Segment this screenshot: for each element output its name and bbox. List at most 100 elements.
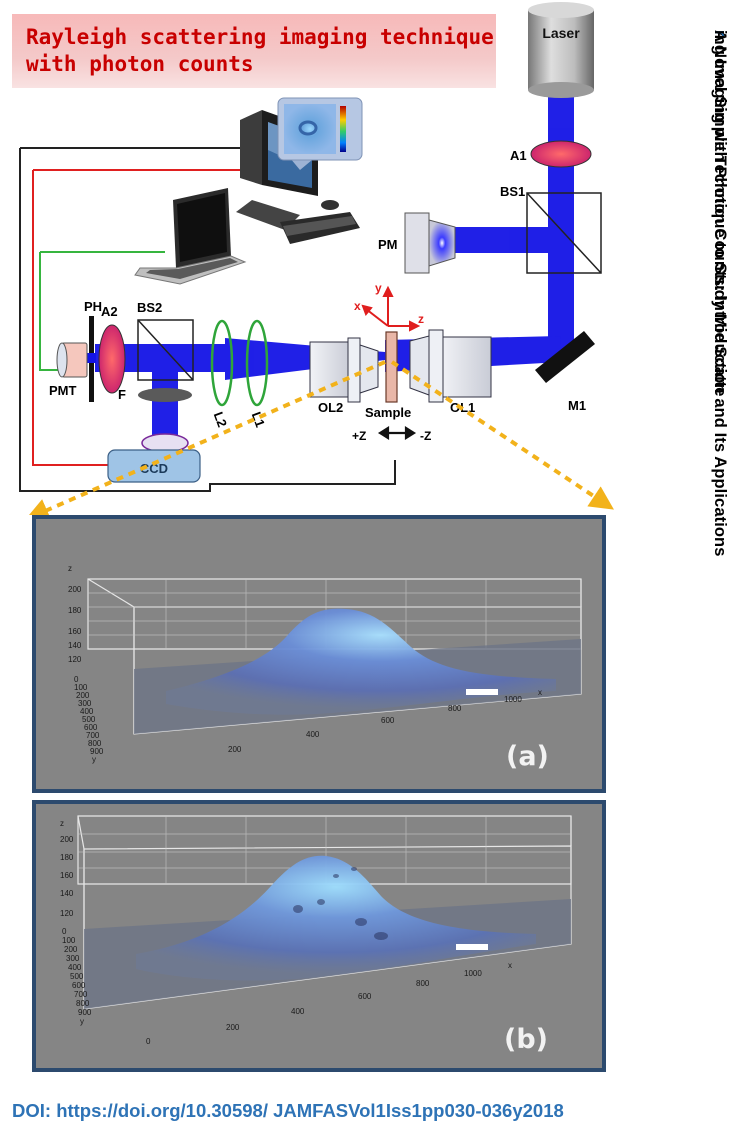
doi-link[interactable]: DOI: https://doi.org/10.30598/ JAMFASVol… [12,1100,564,1121]
pinhole-ph [87,316,96,402]
plot-a-x-tick: 1000 [504,695,522,704]
a2-label: A2 [101,304,118,319]
plot-a-y-tick: 200 [76,691,90,700]
l2-label: L2 [211,410,230,429]
plot-a-y-tick: 100 [74,683,88,692]
mirror-m1 [535,331,595,383]
plot-a-y-tick: 800 [88,739,102,748]
plot-a-y-tick: 0 [74,675,79,684]
ph-label: PH [84,299,102,314]
title-line-2: with photon counts [26,52,254,76]
axis-z-label: z [418,312,424,326]
beam-splitter-bs1 [526,192,602,274]
plot-b-y-tick: 100 [62,936,76,945]
plot-b-y-tick: 500 [70,972,84,981]
plot-b-y-tick: 0 [62,927,67,936]
plot-a-y-tick: 500 [82,715,96,724]
laser-source: Laser [528,2,594,98]
plot-b-x-label: x [508,961,512,970]
plot-b-x-tick: 0 [146,1037,151,1046]
f-label: F [118,387,126,402]
surface-plot-b: z 200 180 160 140 120 0 100 200 300 400 … [60,815,572,1046]
side-title-part-1: A Novel Simple Technique to Study Mie Sc… [711,30,729,397]
panel-a-label: (a) [506,741,549,772]
plot-a-z-tick: 200 [68,585,82,594]
plot-a-y-tick: 600 [84,723,98,732]
bs1-label: BS1 [500,184,525,199]
plot-b-y-tick: 900 [78,1008,92,1017]
plot-b-z-tick: 140 [60,889,74,898]
plot-b-y-tick: 400 [68,963,82,972]
pmt-label: PMT [49,383,77,398]
filter-f [138,388,192,402]
pm-label: PM [378,237,398,252]
zoom-arrows [25,360,614,515]
ccd-label: CCD [140,461,168,476]
aperture-a1 [530,140,592,168]
plot-b-z-tick: 200 [60,835,74,844]
plot-a-x-tick: 400 [306,730,320,739]
photomultiplier-pmt [56,342,88,378]
plot-a-z-tick: 140 [68,641,82,650]
plot-b-x-tick: 600 [358,992,372,1001]
aperture-a2 [98,324,126,394]
laser-label: Laser [542,25,580,41]
side-title-part-2: ing Imaging with Photon Counts: Introduc… [711,30,729,557]
sample-label: Sample [365,405,411,420]
plot-b-x-tick: 200 [226,1023,240,1032]
plot-a-x-tick: 800 [448,704,462,713]
z-translation-arrow [377,426,417,440]
lens-l1 [245,319,269,407]
coordinate-axes [361,285,421,332]
image-thumbnail-icon [277,97,363,170]
wires [19,147,396,492]
plot-a-y-tick: 700 [86,731,100,740]
plot-b-z-tick: 160 [60,871,74,880]
m1-label: M1 [568,398,586,413]
ccd-camera: CCD [107,433,201,483]
plot-b-y-tick: 700 [74,990,88,999]
plot-a-z-label: z [68,564,72,573]
title-banner: Rayleigh scattering imaging technique wi… [12,14,496,88]
plot-b-x-tick: 800 [416,979,430,988]
objective-lens-ol1 [409,329,492,403]
plot-b-y-tick: 300 [66,954,80,963]
plot-b-y-tick: 600 [72,981,86,990]
plot-b-z-tick: 180 [60,853,74,862]
plot-b-z-tick: 120 [60,909,74,918]
plot-b-y-tick: 200 [64,945,78,954]
surface-plot-a: z 200 180 160 140 120 0 100 200 300 400 … [68,564,582,764]
power-meter-pm [404,212,456,274]
plot-a-y-label: y [92,755,96,764]
plot-b-z-label: z [60,819,64,828]
side-title-highlight: r [711,30,729,37]
ol2-label: OL2 [318,400,343,415]
plot-b-y-tick: 800 [76,999,90,1008]
optical-setup-diagram: Laser A1 BS1 PM M1 OL1 OL2 Sample +Z -Z [19,2,614,515]
plot-a-x-tick: 200 [228,745,242,754]
surface-plot-panel-b: z 200 180 160 140 120 0 100 200 300 400 … [32,800,606,1072]
laptop-icon [134,188,247,285]
bs2-label: BS2 [137,300,162,315]
minus-z-label: -Z [420,429,431,443]
plot-b-x-tick: 1000 [464,969,482,978]
sample-slide [385,331,398,403]
axis-y-label: y [375,281,382,295]
plot-a-y-tick: 300 [78,699,92,708]
plot-b-y-label: y [80,1017,84,1026]
plot-b-x-tick: 400 [291,1007,305,1016]
title-line-1: Rayleigh scattering imaging technique [26,25,494,49]
a1-label: A1 [510,148,527,163]
surface-plot-panel-a: z 200 180 160 140 120 0 100 200 300 400 … [32,515,606,793]
objective-lens-ol2 [309,337,379,403]
beam-splitter-bs2 [137,319,194,381]
plus-z-label: +Z [352,429,366,443]
plot-a-y-tick: 400 [80,707,94,716]
side-paper-title: A Novel Simple Technique to Study Mie Sc… [710,30,740,1030]
plot-a-z-tick: 120 [68,655,82,664]
plot-a-z-tick: 160 [68,627,82,636]
plot-a-x-label: x [538,688,542,697]
axis-x-label: x [354,299,361,313]
plot-a-y-tick: 900 [90,747,104,756]
plot-a-z-tick: 180 [68,606,82,615]
